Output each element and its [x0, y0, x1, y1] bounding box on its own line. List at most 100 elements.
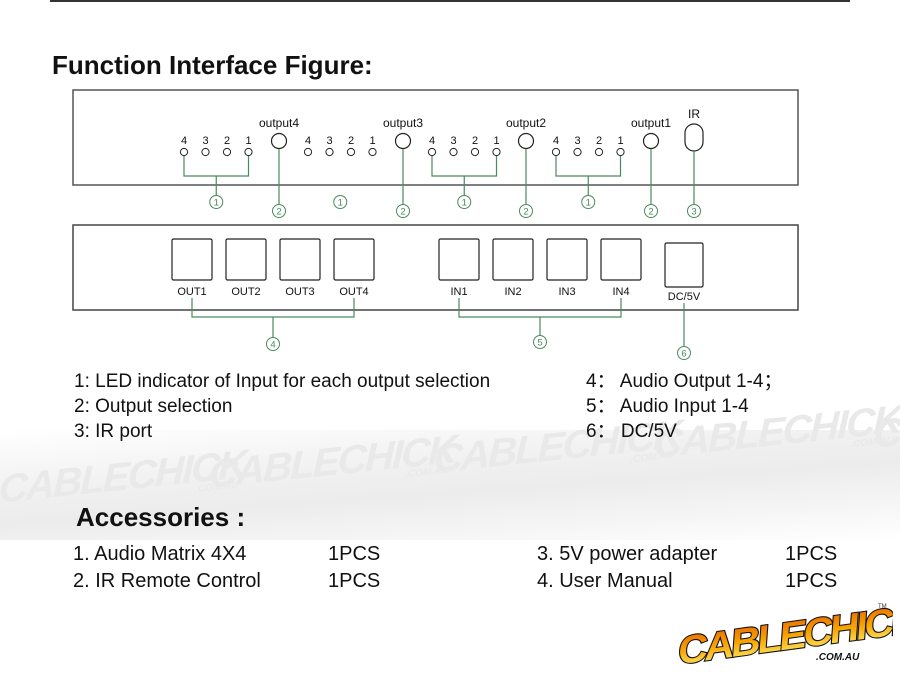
- led-indicator-icon: [492, 147, 501, 157]
- led-number: 1: [617, 135, 623, 147]
- legend-item: 1: LED indicator of Input for each outpu…: [74, 371, 491, 392]
- logo-trademark: TM: [878, 604, 887, 610]
- background-band: [0, 430, 900, 540]
- led-number: 4: [429, 135, 435, 147]
- callout-number: 2: [523, 207, 528, 218]
- audio-jack-icon: [171, 238, 213, 281]
- led-number: 1: [245, 135, 251, 147]
- callout-number: 1: [214, 198, 219, 209]
- callout-circle: [533, 335, 547, 349]
- accessory-name: 3. 5V power adapter: [537, 543, 718, 565]
- output-button-label: output3: [383, 116, 423, 130]
- led-indicator-icon: [368, 147, 377, 157]
- callout-number: 3: [691, 207, 696, 218]
- callout-circle: [644, 204, 658, 218]
- legend-item: 5： Audio Input 1-4: [586, 396, 749, 417]
- callout-number: 2: [648, 207, 653, 218]
- audio-jack-icon: [333, 238, 375, 281]
- callout-circle: [677, 346, 691, 360]
- output-button-label: output2: [506, 116, 546, 130]
- led-number: 3: [326, 135, 332, 147]
- legend-item: 2: Output selection: [74, 396, 233, 417]
- led-indicator-icon: [325, 147, 334, 157]
- jack-label: IN1: [450, 286, 467, 298]
- callout-circle: [396, 204, 410, 218]
- callout-circle: [519, 204, 533, 218]
- logo-wordmark: CABLECHICK: [677, 600, 893, 670]
- logo-domain: .COM.AU: [816, 652, 860, 663]
- legend-left: 1: LED indicator of Input for each outpu…: [74, 369, 490, 444]
- callout-circle: [581, 195, 596, 209]
- led-indicator-icon: [449, 147, 458, 157]
- led-indicator-icon: [616, 147, 625, 157]
- legend-right: 4： Audio Output 1-4； 5： Audio Input 1-4 …: [586, 369, 782, 444]
- led-number: 4: [181, 135, 187, 147]
- led-number: 3: [574, 135, 580, 147]
- led-number: 3: [202, 135, 208, 147]
- accessory-qty: 1PCS: [785, 543, 838, 565]
- power-input: DC/5V 6: [664, 242, 704, 360]
- audio-jack-icon: [438, 238, 480, 281]
- led-indicator-icon: [594, 147, 604, 157]
- jack-label: OUT4: [339, 286, 368, 298]
- output-select-button-icon: [642, 132, 660, 150]
- ir-label: IR: [688, 107, 700, 121]
- callout-circle: [687, 204, 701, 218]
- callout-number: 6: [681, 349, 686, 360]
- audio-jack-icon: [492, 238, 534, 281]
- led-indicator-icon: [573, 147, 582, 157]
- top-divider: [50, 0, 850, 2]
- power-label: DC/5V: [668, 291, 701, 303]
- dc-jack-icon: [664, 242, 704, 288]
- led-indicator-icon: [427, 147, 437, 157]
- callout-number: 1: [586, 198, 591, 209]
- output-select-button-icon: [517, 132, 535, 150]
- callout-number: 5: [537, 338, 542, 349]
- output-button-label: output1: [631, 116, 671, 130]
- led-indicator-icon: [179, 147, 189, 157]
- led-indicator-icon: [346, 147, 356, 157]
- accessories-title: Accessories :: [76, 502, 246, 532]
- led-number: 4: [305, 135, 311, 147]
- jack-label: IN2: [504, 286, 521, 298]
- accessory-name: 2. IR Remote Control: [73, 570, 261, 592]
- output-select-button-icon: [394, 132, 412, 150]
- accessory-qty: 1PCS: [328, 543, 381, 565]
- callout-number: 1: [462, 198, 467, 209]
- output-group-2: 4 3 2 1 output2 1 2: [427, 116, 546, 218]
- legend-item: 4： Audio Output 1-4；: [586, 371, 783, 392]
- led-number: 2: [472, 135, 478, 147]
- audio-jack-icon: [279, 238, 321, 281]
- led-indicator-icon: [244, 147, 253, 157]
- ir-receiver-icon: [684, 123, 704, 152]
- legend-item: 3: IR port: [74, 421, 153, 442]
- callout-circle: [333, 195, 348, 209]
- jack-label: OUT2: [231, 286, 260, 298]
- output-button-label: output4: [259, 116, 299, 130]
- accessory-qty: 1PCS: [328, 570, 381, 592]
- led-number: 1: [369, 135, 375, 147]
- led-number: 2: [348, 135, 354, 147]
- ir-port: IR 3: [684, 107, 704, 218]
- audio-jack-icon: [546, 238, 588, 281]
- callout-circle: [266, 337, 280, 351]
- led-indicator-icon: [303, 147, 313, 157]
- jack-label: OUT1: [177, 286, 206, 298]
- page-title: Function Interface Figure:: [52, 50, 373, 80]
- accessory-qty: 1PCS: [785, 570, 838, 592]
- led-number: 3: [450, 135, 456, 147]
- led-number: 1: [493, 135, 499, 147]
- callout-circle: [272, 204, 286, 218]
- front-panel: [72, 89, 799, 186]
- led-number: 4: [553, 135, 559, 147]
- led-indicator-icon: [201, 147, 210, 157]
- audio-jack-icon: [225, 238, 267, 281]
- audio-jack-icon: [600, 238, 642, 281]
- jack-label: IN4: [612, 286, 629, 298]
